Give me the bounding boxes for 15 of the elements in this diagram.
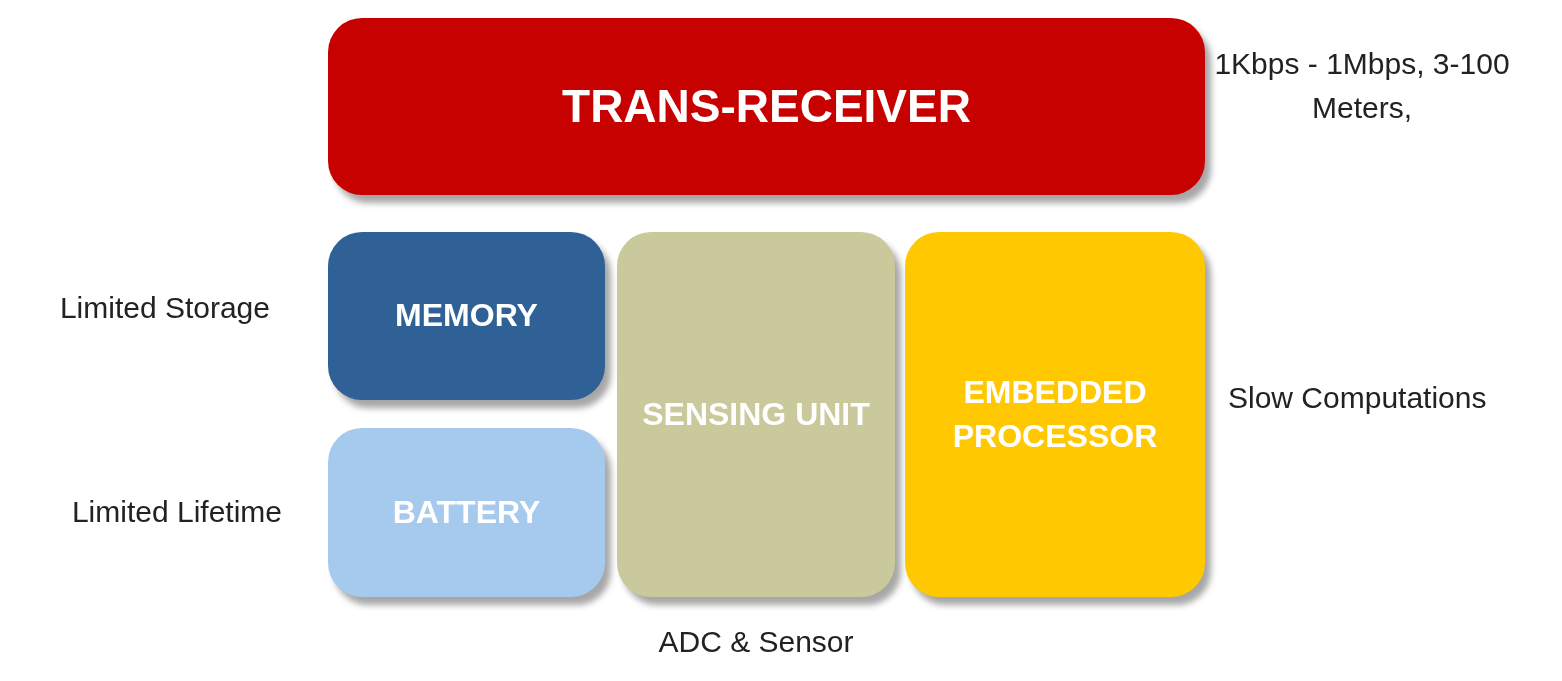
block-label: TRANS-RECEIVER [562,79,971,135]
annotation-text: 1Kbps - 1Mbps, 3-100 Meters, [1213,46,1511,126]
block-label: EMBEDDED PROCESSOR [951,373,1159,456]
block-label: SENSING UNIT [642,394,870,434]
component-block [328,232,605,400]
annotation-text: Limited Lifetime [70,494,282,530]
component-block [617,232,895,597]
annotation-text: Limited Storage [58,290,270,326]
component-block [328,18,1205,195]
block-label: BATTERY [392,492,541,532]
annotation-text: ADC & Sensor [657,624,855,660]
annotation-text: Slow Computations [1228,380,1488,416]
block-label: MEMORY [395,296,538,336]
component-block [905,232,1205,597]
component-block [328,428,605,597]
